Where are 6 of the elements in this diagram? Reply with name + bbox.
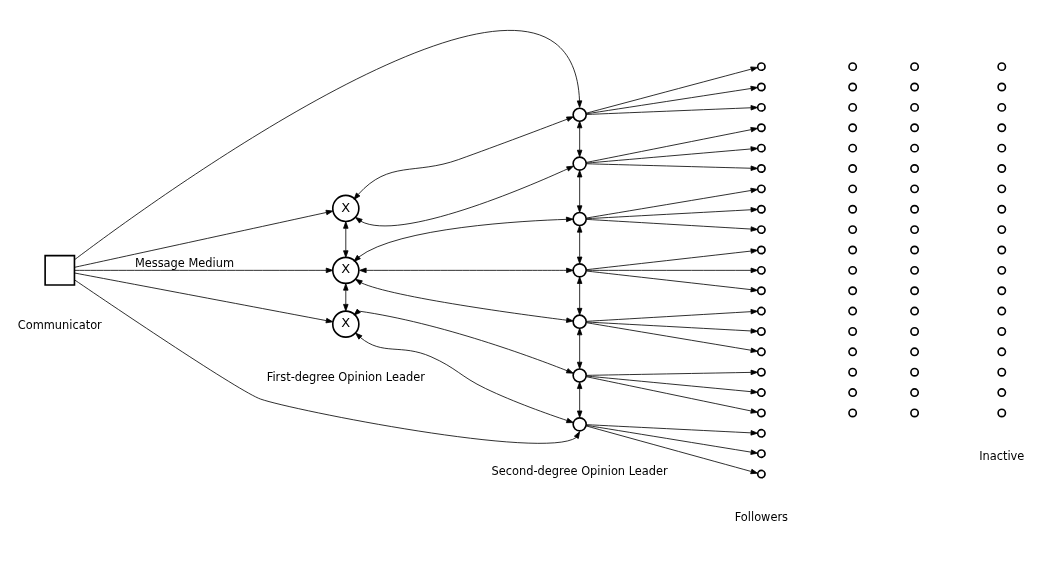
label: Followers bbox=[734, 509, 789, 524]
label: Second-degree Opinion Leader bbox=[491, 463, 668, 478]
label: Inactive bbox=[979, 448, 1025, 463]
label: First-degree Opinion Leader bbox=[266, 369, 425, 384]
edge-label: Message Medium bbox=[134, 255, 235, 270]
label: Communicator bbox=[17, 317, 102, 332]
